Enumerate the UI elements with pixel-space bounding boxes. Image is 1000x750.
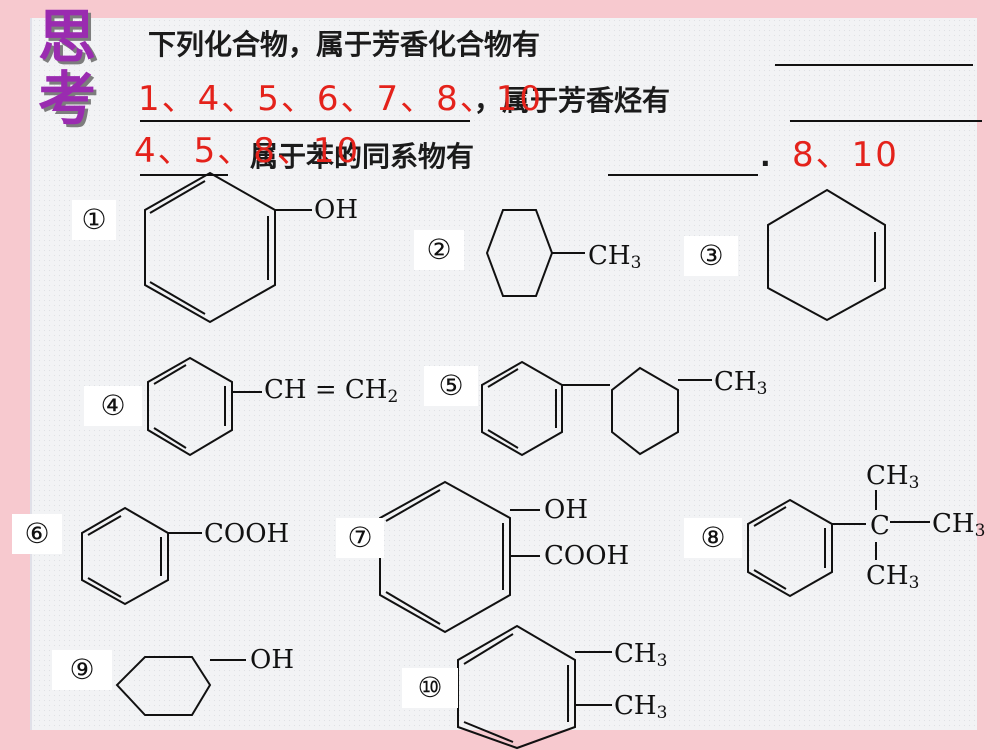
group-8-ch3-top: CH3 [866, 461, 920, 493]
compound-label-10: ⑩ [402, 668, 458, 708]
group-5-ch3: CH3 [714, 367, 768, 399]
group-7-oh: OH [544, 495, 588, 525]
structure-7 [379, 480, 540, 634]
group-1-oh: OH [314, 195, 358, 225]
slide-panel [30, 18, 977, 730]
group-10-ch3-bottom: CH3 [614, 691, 668, 723]
question-part-3: 属于苯的同系物有 [250, 140, 475, 173]
group-4-vinyl: CH = CH2 [264, 375, 399, 407]
group-6-cooh: COOH [204, 519, 290, 549]
question-part-1: 下列化合物，属于芳香化合物有 [148, 28, 541, 61]
answer-aromatic-hydrocarbons: 4、5、8、10 [134, 131, 361, 171]
group-9-oh: OH [250, 645, 294, 675]
structure-3 [767, 188, 886, 322]
compound-label-7: ⑦ [336, 518, 384, 558]
compound-label-5: ⑤ [424, 366, 478, 406]
group-7-cooh: COOH [544, 541, 630, 571]
group-2-ch3: CH3 [588, 241, 642, 273]
group-8-c: C [870, 511, 890, 541]
structure-1 [144, 171, 312, 324]
structure-5 [481, 360, 712, 457]
compound-label-4: ④ [84, 386, 142, 426]
compound-label-6: ⑥ [12, 514, 62, 554]
side-title-text: 思考 [38, 3, 97, 133]
structure-2 [485, 209, 585, 297]
structure-4 [147, 356, 262, 457]
answer-blank-1b [140, 120, 470, 122]
question-part-2: ，属于芳香烃有 [474, 84, 671, 117]
compound-label-3: ③ [684, 236, 738, 276]
answer-benzene-homologs: 8、10 [792, 135, 899, 175]
answer-blank-1 [775, 64, 973, 66]
compound-label-9: ⑨ [52, 650, 112, 690]
compound-label-1: ① [72, 200, 116, 240]
group-8-ch3-right: CH3 [932, 509, 986, 541]
question-period: . [760, 140, 771, 173]
structure-6 [81, 506, 202, 606]
side-title-1: 思考 [38, 6, 100, 130]
answer-blank-2 [790, 120, 982, 122]
compound-label-8: ⑧ [684, 518, 742, 558]
group-10-ch3-top: CH3 [614, 639, 668, 671]
group-8-ch3-bottom: CH3 [866, 561, 920, 593]
structure-10 [457, 624, 612, 750]
answer-aromatic-compounds: 1、4、5、6、7、8、10 [138, 79, 544, 119]
answer-blank-2b [140, 174, 228, 176]
compound-label-2: ② [414, 230, 464, 270]
structure-8 [747, 490, 930, 598]
structure-9 [115, 656, 246, 716]
answer-blank-3 [608, 174, 758, 176]
